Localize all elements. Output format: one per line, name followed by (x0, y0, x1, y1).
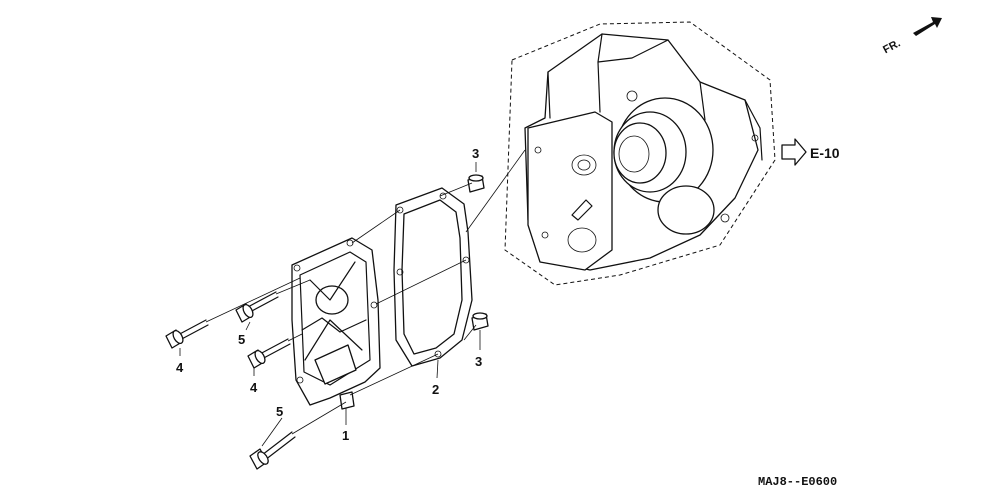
flange-bolt-4-lower (247, 338, 291, 369)
side-cover (291, 237, 381, 410)
transmission-case (504, 21, 776, 286)
hollow-arrow-icon (781, 138, 807, 166)
callout-1: 1 (342, 428, 349, 443)
callout-3-upper: 3 (472, 146, 479, 161)
callout-leaders (179, 162, 481, 447)
front-arrow-icon (913, 17, 942, 36)
flange-bolt-4-upper (165, 319, 209, 349)
callout-5-upper: 5 (238, 332, 245, 347)
reference-label: E-10 (810, 145, 840, 161)
flange-bolt-5-upper (235, 291, 279, 323)
front-direction-indicator: FR. (881, 17, 942, 56)
callout-4-lower: 4 (250, 380, 258, 395)
reference-e10: E-10 (781, 138, 840, 166)
front-direction-label: FR. (881, 37, 902, 56)
callout-5-lower: 5 (276, 404, 283, 419)
gasket (393, 187, 473, 367)
flange-bolt-5-lower (249, 431, 296, 470)
callout-3-lower: 3 (475, 354, 482, 369)
callout-2: 2 (432, 382, 439, 397)
dowel-pin-lower (471, 312, 489, 331)
dowel-pin-upper (467, 174, 485, 193)
assembly-dashed-outline (504, 21, 776, 286)
callout-4-left: 4 (176, 360, 184, 375)
assembly-guide-lines (205, 149, 526, 435)
diagram-code: MAJ8--E0600 (758, 475, 837, 489)
